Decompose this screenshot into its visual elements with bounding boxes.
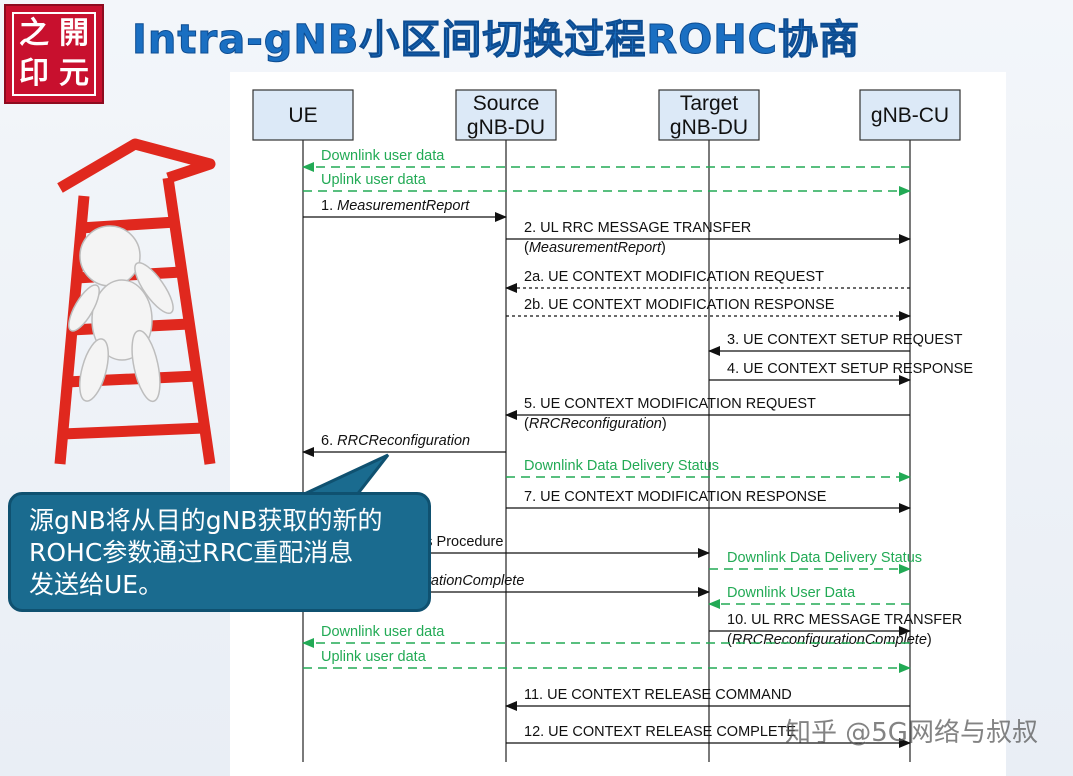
message-sublabel: (RRCReconfiguration) (524, 416, 667, 432)
ladder-illustration (54, 138, 216, 465)
logo: 之 開 印 元 (4, 4, 104, 104)
logo-char: 開 (59, 16, 89, 51)
message-label: 2a. UE CONTEXT MODIFICATION REQUEST (524, 269, 824, 285)
message-label: 2. UL RRC MESSAGE TRANSFER (524, 220, 751, 236)
logo-char: 之 (19, 16, 49, 51)
callout-line: ROHC参数通过RRC重配消息 (29, 538, 354, 567)
message-label: 7. UE CONTEXT MODIFICATION RESPONSE (524, 489, 827, 505)
logo-char: 元 (59, 56, 89, 91)
diagram-panel (230, 72, 1006, 776)
message-label: Uplink user data (321, 649, 427, 665)
entity-label-sdu: Source (473, 92, 540, 115)
message-label: 3. UE CONTEXT SETUP REQUEST (727, 332, 963, 348)
message-label: 2b. UE CONTEXT MODIFICATION RESPONSE (524, 297, 835, 313)
message-label: ss Procedure (418, 534, 503, 550)
climbing-figure (68, 225, 174, 403)
message-label: 10. UL RRC MESSAGE TRANSFER (727, 612, 962, 628)
callout-line: 源gNB将从目的gNB获取的新的 (29, 506, 383, 535)
message-label: Downlink User Data (727, 585, 856, 601)
message-label: 6. RRCReconfiguration (321, 433, 470, 449)
message-label: 1. MeasurementReport (321, 198, 470, 214)
entity-box-tdu (658, 89, 760, 141)
message-label: 5. UE CONTEXT MODIFICATION REQUEST (524, 396, 816, 412)
message-label: Uplink user data (321, 172, 427, 188)
entity-label-ue: UE (288, 104, 317, 127)
entity-label-tdu: Target (680, 92, 739, 115)
message-label: Downlink Data Delivery Status (727, 550, 922, 566)
entity-label-cu: gNB-CU (871, 104, 949, 127)
entity-label-sdu: gNB-DU (467, 116, 545, 139)
entity-label-tdu: gNB-DU (670, 116, 748, 139)
message-label: Downlink Data Delivery Status (524, 458, 719, 474)
watermark: 知乎 @5G网络与叔叔 (785, 718, 1038, 748)
callout-line: 发送给UE。 (29, 570, 164, 599)
message-label: 4. UE CONTEXT SETUP RESPONSE (727, 361, 973, 377)
message-label: Downlink user data (321, 148, 445, 164)
message-label: 12. UE CONTEXT RELEASE COMPLETE (524, 724, 796, 740)
entity-box-sdu (455, 89, 557, 141)
slide-title: Intra-gNB小区间切换过程ROHC协商 (132, 17, 861, 64)
entity-box-cu (859, 89, 961, 141)
logo-char: 印 (19, 56, 49, 91)
message-label: urationComplete (418, 573, 524, 589)
message-label: Downlink user data (321, 624, 445, 640)
message-sublabel: (RRCReconfigurationComplete) (727, 632, 932, 648)
entity-box-ue (252, 89, 354, 141)
callout-box: 源gNB将从目的gNB获取的新的 ROHC参数通过RRC重配消息 发送给UE。 (8, 492, 431, 612)
message-sublabel: (MeasurementReport) (524, 240, 666, 256)
message-label: 11. UE CONTEXT RELEASE COMMAND (524, 687, 792, 703)
